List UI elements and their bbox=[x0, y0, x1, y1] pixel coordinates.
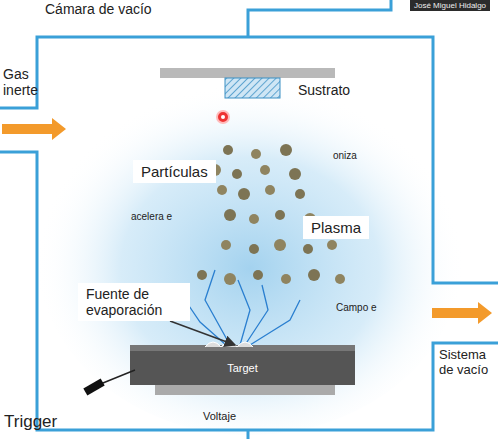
voltage-label: Voltaje bbox=[203, 410, 236, 422]
watermark: José Miguel Hidalgo bbox=[410, 0, 490, 11]
node-text: Target bbox=[130, 351, 355, 385]
annotation: acelera e bbox=[131, 211, 172, 222]
node-text: Partículas bbox=[141, 163, 208, 180]
annotation: Campo e bbox=[336, 302, 377, 313]
chamber-title: Cámara de vacío bbox=[45, 1, 152, 17]
trigger-label: Trigger bbox=[4, 412, 57, 432]
target-bar: Target bbox=[130, 351, 355, 385]
vacuum-system-label: Sistema de vacío bbox=[439, 348, 495, 378]
label-box: Fuente de evaporación bbox=[78, 283, 190, 321]
gas-inlet-label: Gas inerte bbox=[3, 66, 55, 98]
label-box: Partículas bbox=[133, 160, 216, 183]
node-text: Fuente de evaporación bbox=[86, 286, 182, 318]
node-text: Plasma bbox=[311, 219, 361, 236]
label-box: Plasma bbox=[303, 216, 369, 239]
substrate-label: Sustrato bbox=[298, 82, 350, 98]
annotation: oniza bbox=[333, 150, 357, 161]
leader-arrow bbox=[170, 321, 235, 345]
